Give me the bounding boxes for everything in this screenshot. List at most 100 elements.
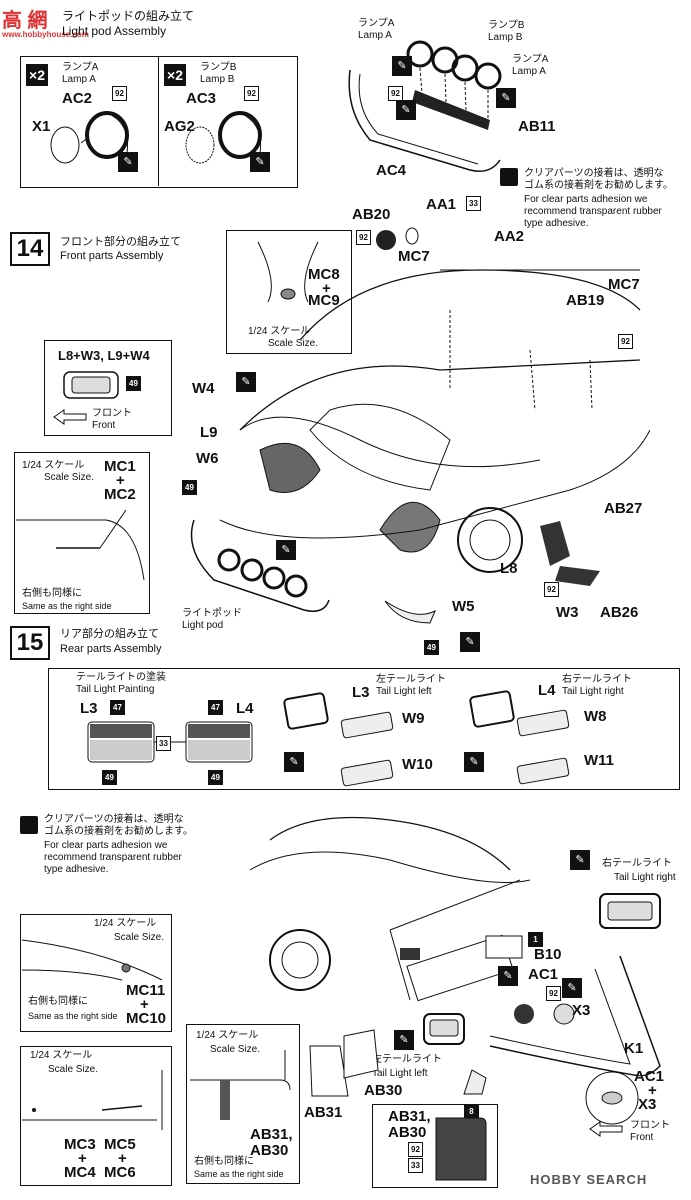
clear-note-jp1: クリアパーツの接着は、透明な <box>524 168 664 179</box>
light-pod-label-en: Light pod <box>182 620 224 631</box>
left-tail-label-en: Tail Light left <box>372 1068 428 1079</box>
paint-code: 92 <box>546 986 561 1001</box>
part-mc6: MC6 <box>104 1164 136 1181</box>
paint-code: 1 <box>528 932 543 947</box>
part-l3b: L3 <box>352 684 370 701</box>
flap-ab30: AB30 <box>388 1124 427 1141</box>
plus-sign: + <box>322 280 331 297</box>
paint-code: 92 <box>356 230 371 245</box>
part-ab11: AB11 <box>518 118 556 135</box>
step15-title-en: Rear parts Assembly <box>60 643 162 655</box>
side-lens-drawing <box>384 600 436 624</box>
part-x3b: X3 <box>638 1096 657 1113</box>
paint-code: 92 <box>408 1142 423 1157</box>
front-arrow-icon <box>53 409 87 425</box>
lens-drawing <box>63 371 119 399</box>
paint-code: 49 <box>208 770 223 785</box>
part-ab26: AB26 <box>600 604 639 621</box>
tail-paint-label: テールライトの塗装 <box>76 672 166 683</box>
glue-icon: ✎ <box>562 978 582 998</box>
scale-label: 1/24 スケール <box>248 326 311 337</box>
glue-icon: ✎ <box>392 56 412 76</box>
same-side-label: 右側も同様に <box>28 996 88 1007</box>
left-tail-drawing <box>283 692 394 787</box>
trunk-badge-drawing <box>22 1070 163 1130</box>
paint-code: 92 <box>112 86 127 101</box>
paint-code: 49 <box>126 376 141 391</box>
lamp-a-top: ランプA <box>358 18 395 29</box>
right-tail-label: 右テールライト <box>562 674 632 685</box>
same-side-label-en: Same as the right side <box>22 601 112 611</box>
part-ab27: AB27 <box>604 500 643 517</box>
part-mc4: MC4 <box>64 1164 96 1181</box>
part-mc8: MC8 <box>308 266 340 283</box>
part-mc9: MC9 <box>308 292 340 309</box>
front-arrow-icon <box>589 1121 623 1137</box>
part-l4: L4 <box>236 700 254 717</box>
part-l4b: L4 <box>538 682 556 699</box>
scale-label-en: Scale Size. <box>268 338 319 349</box>
mudflap-scale-box <box>186 1024 300 1184</box>
hobby-search-logo: HOBBY SEARCH <box>530 1172 648 1187</box>
right-tail-drawing <box>469 690 570 785</box>
glue-icon: ✎ <box>498 966 518 986</box>
glue-icon: ✎ <box>276 540 296 560</box>
same-side-label-en: Same as the right side <box>194 1169 284 1179</box>
front-label: フロント <box>92 408 132 419</box>
part-mc2: MC2 <box>104 486 136 503</box>
lamp-a-drawing <box>50 111 129 164</box>
glue-bottle-icon <box>500 168 518 186</box>
glue-icon: ✎ <box>394 1030 414 1050</box>
part-aa1: AA1 <box>426 196 457 213</box>
clear-note-en3: type adhesive. <box>524 218 589 229</box>
car-front-drawing <box>219 269 650 573</box>
paint-code: 47 <box>110 700 125 715</box>
clear-note-en1: For clear parts adhesion we <box>524 194 648 205</box>
trunk-badge-scale-box <box>20 1046 172 1186</box>
paint-code: 92 <box>618 334 633 349</box>
right-tail-label-en: Tail Light right <box>614 872 676 883</box>
left-tail-label: 左テールライト <box>372 1054 442 1065</box>
mudflap-paint-drawing <box>435 1117 487 1181</box>
glue-icon: ✎ <box>464 752 484 772</box>
clear-note-en2: recommend transparent rubber <box>44 852 182 863</box>
lamp-b-top: ランプB <box>488 20 525 31</box>
paint-code: 33 <box>408 1158 423 1173</box>
paint-code: 49 <box>182 480 197 495</box>
part-ab31b: AB31 <box>304 1104 343 1121</box>
part-ab30b: AB30 <box>364 1082 403 1099</box>
paint-code: 92 <box>544 582 559 597</box>
clear-note-en1: For clear parts adhesion we <box>44 840 168 851</box>
mudflap-scale-drawing <box>190 1050 291 1120</box>
plus-sign: + <box>648 1082 657 1099</box>
part-ac4: AC4 <box>376 162 407 179</box>
plus-sign: + <box>118 1150 127 1167</box>
paint-code: 92 <box>244 86 259 101</box>
front-label: フロント <box>630 1120 670 1131</box>
front-light-pod-drawing <box>190 519 330 612</box>
clear-note-jp1: クリアパーツの接着は、透明な <box>44 814 184 825</box>
plus-sign: + <box>116 472 125 489</box>
part-ac2: AC2 <box>62 90 93 107</box>
glue-icon: ✎ <box>250 152 270 172</box>
part-w5: W5 <box>452 598 475 615</box>
part-aa2: AA2 <box>494 228 525 245</box>
step14-title-jp: フロント部分の組み立て <box>60 236 181 248</box>
part-ag2: AG2 <box>164 118 195 135</box>
watermark: 高 網 <box>2 10 48 32</box>
paint-code: 47 <box>208 700 223 715</box>
scale-label: 1/24 スケール <box>94 918 157 929</box>
part-mc3: MC3 <box>64 1136 96 1153</box>
part-ab30: AB30 <box>250 1142 289 1159</box>
watermark-url: www.hobbyhouse.com <box>2 30 89 39</box>
part-w6: W6 <box>196 450 219 467</box>
part-l8: L8 <box>500 560 518 577</box>
part-ac3: AC3 <box>186 90 217 107</box>
divider <box>158 56 159 186</box>
tail-paint-label-en: Tail Light Painting <box>76 684 155 695</box>
part-w3: W3 <box>556 604 579 621</box>
step15-title-jp: リア部分の組み立て <box>60 628 159 640</box>
clear-note-jp2: ゴム系の接着剤をお勧めします。 <box>524 180 673 191</box>
paint-code: 49 <box>424 640 439 655</box>
part-w9: W9 <box>402 710 425 727</box>
